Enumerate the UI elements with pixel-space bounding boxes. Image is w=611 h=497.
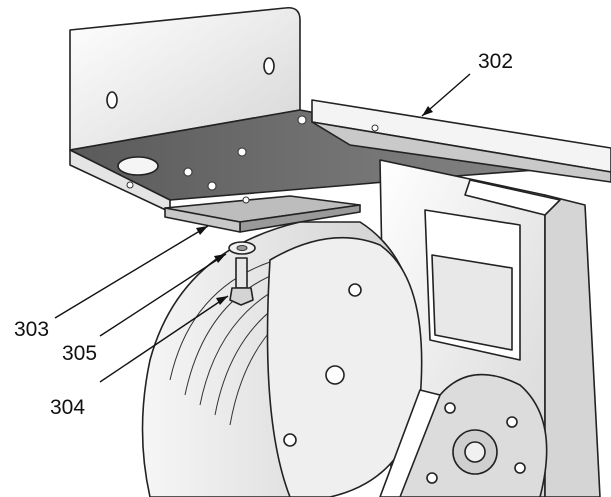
reel-hub-pin (325, 365, 345, 385)
svg-text:304: 304 (50, 396, 85, 419)
part-304-bolt (229, 257, 254, 306)
reel-bolt (348, 283, 362, 297)
callout-303: 303 (14, 225, 209, 341)
reel-bolt (283, 433, 297, 447)
reel-drum (141, 221, 423, 497)
svg-text:305: 305 (62, 342, 97, 365)
crank-arm-hub (379, 373, 548, 497)
mounting-hole (263, 57, 275, 75)
svg-text:302: 302 (478, 50, 513, 73)
plate-opening (117, 156, 159, 176)
channel-bracket (311, 99, 611, 183)
callout-302: 302 (421, 50, 513, 117)
callout-305: 305 (62, 253, 227, 365)
part-305-washer (228, 241, 256, 255)
mounting-bracket-back-plate (69, 6, 301, 151)
svg-text:303: 303 (14, 318, 49, 341)
mounting-hole (106, 91, 118, 109)
callout-304: 304 (50, 295, 229, 419)
part-303-plate (164, 195, 361, 233)
